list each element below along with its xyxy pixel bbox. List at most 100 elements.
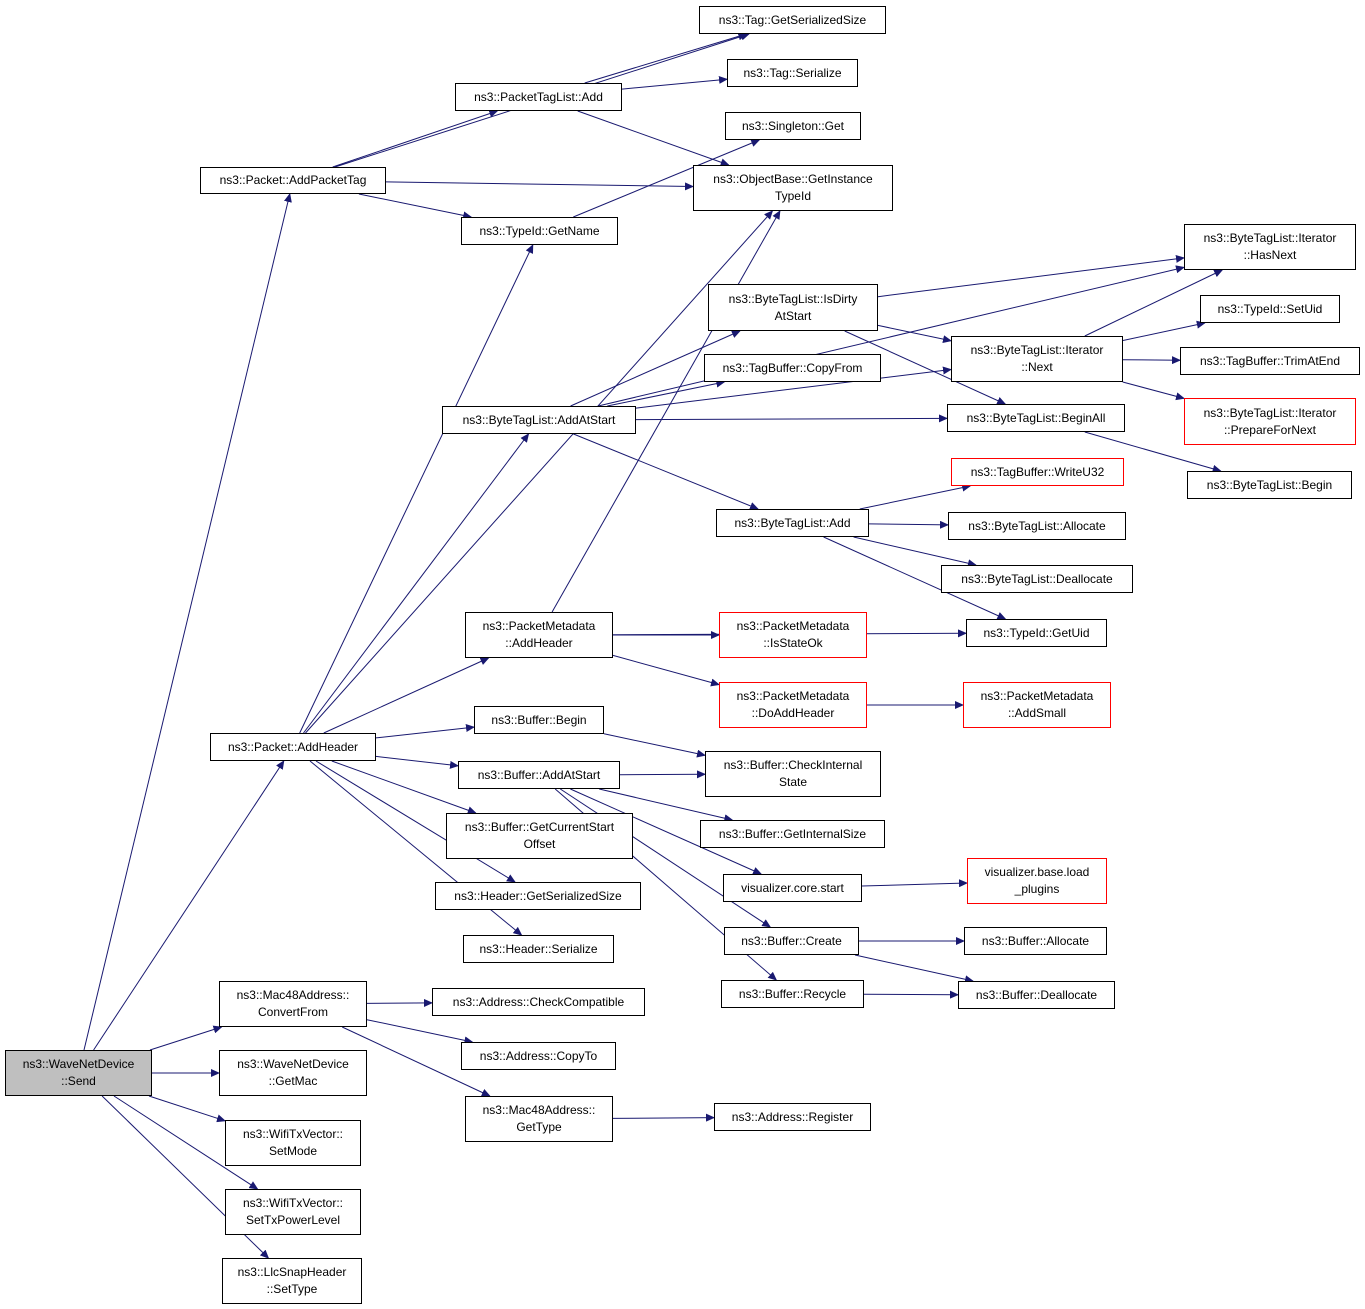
edge-addpackettag-to-ptl-add [332, 109, 499, 168]
node-hdr-serialize[interactable]: ns3::Header::Serialize [463, 935, 614, 963]
edge-send-to-addheader [93, 760, 285, 1051]
edge-addheader-to-typeid-getname [299, 244, 534, 734]
edge-buf-addatstart-to-viz-core-start [570, 788, 763, 875]
node-buf-begin[interactable]: ns3::Buffer::Begin [474, 706, 604, 734]
node-btl-beginall[interactable]: ns3::ByteTagList::BeginAll [947, 404, 1125, 432]
edge-mac48-gettype-to-addr-register [612, 1113, 715, 1122]
node-setmode[interactable]: ns3::WifiTxVector:: SetMode [225, 1120, 361, 1166]
node-pm-doaddheader[interactable]: ns3::PacketMetadata ::DoAddHeader [719, 682, 867, 728]
node-tagbuf-writeu32[interactable]: ns3::TagBuffer::WriteU32 [951, 458, 1124, 486]
node-buf-create[interactable]: ns3::Buffer::Create [724, 927, 859, 955]
edge-btl-addatstart-to-tagbuf-copyfrom [607, 379, 726, 407]
edge-btl-iter-next-to-typeid-setuid [1122, 320, 1206, 341]
edge-pm-addheader-to-objbase-getinst [551, 210, 781, 613]
edge-btl-add-to-tagbuf-writeu32 [859, 483, 972, 510]
edge-addheader-to-pm-addheader [323, 657, 490, 734]
node-btl-iter-prepare[interactable]: ns3::ByteTagList::Iterator ::PrepareForN… [1184, 398, 1356, 445]
edge-btl-iter-next-to-tagbuf-trimatend [1122, 356, 1181, 365]
edge-addheader-to-buf-begin [375, 724, 475, 739]
edge-buf-addatstart-to-buf-create [560, 788, 772, 928]
node-tagbuf-trimatend[interactable]: ns3::TagBuffer::TrimAtEnd [1180, 347, 1360, 375]
node-buf-getcurstart[interactable]: ns3::Buffer::GetCurrentStart Offset [446, 813, 633, 859]
edge-viz-core-start-to-viz-base-load [861, 879, 968, 888]
node-pm-isstateok[interactable]: ns3::PacketMetadata ::IsStateOk [719, 612, 867, 658]
edge-btl-add-to-btl-allocate [868, 520, 949, 529]
node-typeid-setuid[interactable]: ns3::TypeId::SetUid [1200, 295, 1340, 323]
node-hdr-getsersize[interactable]: ns3::Header::GetSerializedSize [435, 882, 641, 910]
node-pm-addsmall[interactable]: ns3::PacketMetadata ::AddSmall [963, 682, 1111, 728]
node-viz-base-load[interactable]: visualizer.base.load _plugins [967, 858, 1107, 904]
node-btl-iter-next[interactable]: ns3::ByteTagList::Iterator ::Next [951, 336, 1123, 382]
node-buf-getinternalsize[interactable]: ns3::Buffer::GetInternalSize [700, 820, 885, 848]
edge-buf-create-to-buf-deallocate [854, 954, 974, 984]
edge-send-to-settxpower [113, 1095, 259, 1190]
node-mac48-gettype[interactable]: ns3::Mac48Address:: GetType [465, 1096, 613, 1142]
edge-typeid-getname-to-singleton-get [573, 139, 761, 218]
edge-btl-iter-next-to-btl-iter-prepare [1122, 381, 1185, 401]
node-tagbuf-copyfrom[interactable]: ns3::TagBuffer::CopyFrom [704, 354, 881, 382]
edge-btl-beginall-to-btl-begin [1084, 431, 1222, 473]
node-typeid-getname[interactable]: ns3::TypeId::GetName [461, 217, 618, 245]
node-addr-checkcompat[interactable]: ns3::Address::CheckCompatible [432, 988, 645, 1016]
edge-addheader-to-buf-addatstart [375, 755, 459, 769]
edge-btl-addatstart-to-btl-iter-hasnext [598, 265, 1185, 407]
edge-ptl-add-to-objbase-getinst [577, 110, 730, 167]
edge-btl-add-to-typeid-getuid [823, 536, 1007, 620]
edge-btl-addatstart-to-btl-isdirty [570, 330, 741, 407]
node-tag-getsersize[interactable]: ns3::Tag::GetSerializedSize [699, 6, 886, 34]
node-buf-addatstart[interactable]: ns3::Buffer::AddAtStart [458, 761, 620, 789]
node-btl-addatstart[interactable]: ns3::ByteTagList::AddAtStart [442, 406, 636, 434]
edge-addheader-to-objbase-getinst [305, 210, 774, 734]
edge-convertfrom-to-addr-copyto [366, 1019, 474, 1045]
edge-send-to-addpackettag [83, 193, 292, 1051]
node-convertfrom[interactable]: ns3::Mac48Address:: ConvertFrom [219, 981, 367, 1027]
edge-addheader-to-buf-getcurstart [331, 760, 477, 815]
node-singleton-get[interactable]: ns3::Singleton::Get [725, 112, 861, 140]
node-addr-copyto[interactable]: ns3::Address::CopyTo [461, 1042, 616, 1070]
edge-buf-addatstart-to-buf-getinternalsize [599, 788, 734, 823]
edge-btl-iter-next-to-btl-iter-hasnext [1084, 269, 1224, 337]
node-buf-deallocate[interactable]: ns3::Buffer::Deallocate [958, 981, 1115, 1009]
node-typeid-getuid[interactable]: ns3::TypeId::GetUid [966, 619, 1107, 647]
edge-ptl-add-to-tag-getsersize [584, 32, 748, 84]
edge-convertfrom-to-addr-checkcompat [366, 998, 433, 1007]
edge-send-to-convertfrom [149, 1025, 223, 1051]
node-addheader[interactable]: ns3::Packet::AddHeader [210, 733, 376, 761]
edge-addheader-to-btl-addatstart [303, 433, 530, 734]
edge-send-to-setmode [148, 1095, 226, 1123]
node-btl-begin[interactable]: ns3::ByteTagList::Begin [1187, 471, 1352, 499]
edge-btl-addatstart-to-btl-add [573, 433, 759, 510]
node-send: ns3::WaveNetDevice ::Send [5, 1050, 152, 1096]
edge-buf-begin-to-buf-checkinternal [603, 733, 706, 758]
node-btl-allocate[interactable]: ns3::ByteTagList::Allocate [948, 512, 1126, 540]
node-settype[interactable]: ns3::LlcSnapHeader ::SetType [222, 1258, 362, 1304]
edge-ptl-add-to-tag-serialize [621, 75, 728, 90]
edge-convertfrom-to-mac48-gettype [341, 1026, 491, 1097]
node-pm-addheader[interactable]: ns3::PacketMetadata ::AddHeader [465, 612, 613, 658]
node-addpackettag[interactable]: ns3::Packet::AddPacketTag [200, 167, 386, 194]
edge-addheader-to-hdr-getsersize [315, 760, 516, 883]
node-btl-isdirty[interactable]: ns3::ByteTagList::IsDirty AtStart [708, 284, 878, 331]
node-settxpower[interactable]: ns3::WifiTxVector:: SetTxPowerLevel [225, 1189, 361, 1235]
edge-addpackettag-to-typeid-getname [358, 193, 473, 220]
node-btl-iter-hasnext[interactable]: ns3::ByteTagList::Iterator ::HasNext [1184, 224, 1356, 270]
node-tag-serialize[interactable]: ns3::Tag::Serialize [727, 59, 858, 87]
node-objbase-getinst[interactable]: ns3::ObjectBase::GetInstance TypeId [693, 165, 893, 211]
node-btl-deallocate[interactable]: ns3::ByteTagList::Deallocate [941, 565, 1133, 593]
node-ptl-add[interactable]: ns3::PacketTagList::Add [455, 83, 622, 111]
edge-btl-isdirty-to-btl-iter-next [877, 324, 952, 344]
edge-addpackettag-to-objbase-getinst [385, 181, 694, 191]
edge-btl-isdirty-to-btl-beginall [844, 330, 1007, 405]
node-buf-checkinternal[interactable]: ns3::Buffer::CheckInternal State [705, 751, 881, 797]
node-buf-recycle[interactable]: ns3::Buffer::Recycle [721, 980, 864, 1008]
node-btl-add[interactable]: ns3::ByteTagList::Add [716, 509, 869, 537]
node-buf-allocate[interactable]: ns3::Buffer::Allocate [964, 927, 1107, 955]
node-addr-register[interactable]: ns3::Address::Register [714, 1103, 871, 1131]
node-getmac[interactable]: ns3::WaveNetDevice ::GetMac [219, 1050, 367, 1096]
node-viz-core-start[interactable]: visualizer.core.start [723, 874, 862, 902]
edge-btl-addatstart-to-btl-iter-next [635, 366, 952, 409]
edge-btl-addatstart-to-btl-beginall [635, 414, 948, 423]
edge-btl-isdirty-to-btl-iter-hasnext [877, 254, 1185, 298]
edge-btl-add-to-btl-deallocate [853, 536, 977, 568]
